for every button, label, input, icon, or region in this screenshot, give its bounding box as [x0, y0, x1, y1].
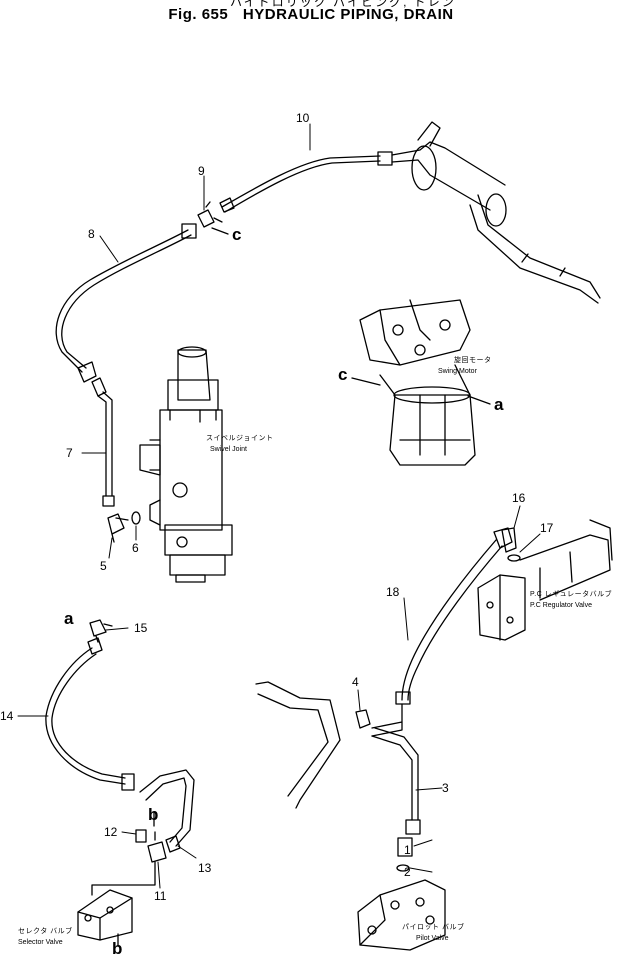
hose-8 — [55, 223, 197, 397]
o-ring-17 — [507, 554, 521, 562]
swing-motor-lead-a — [467, 395, 491, 405]
figure-japanese-title: ハイドロリック パイピング, ドレン — [230, 0, 456, 9]
elbow-fitting-15 — [89, 619, 113, 643]
swing-motor-lead-c — [351, 377, 381, 386]
elbow-fitting-5 — [107, 513, 129, 543]
tee-fitting-11 — [147, 831, 167, 863]
hose-18 — [395, 527, 513, 705]
part-number-12: 12 — [104, 825, 118, 839]
pilot-valve-jp-label: パイロット バルブ — [402, 924, 465, 931]
connection-letter-a-hose: a — [64, 609, 74, 628]
pilot-valve-body — [357, 879, 446, 951]
connection-letter-c-swing-motor: c — [338, 365, 348, 384]
pilot-valve-label: Pilot Valve — [416, 935, 449, 942]
pc-regulator-valve-label: P.C Regulator Valve — [530, 602, 592, 609]
pipe-3 — [371, 703, 421, 835]
part-number-17: 17 — [540, 521, 554, 535]
part-number-16: 16 — [512, 491, 526, 505]
swing-motor-body — [359, 299, 476, 466]
swivel-joint-body — [139, 346, 233, 583]
part-number-3: 3 — [442, 781, 449, 795]
pc-regulator-valve-body — [477, 519, 613, 641]
pipe-13 — [139, 769, 195, 853]
part-number-11: 11 — [154, 889, 167, 903]
part-number-2: 2 — [404, 865, 411, 879]
part-number-13: 13 — [198, 861, 212, 875]
swing-motor-jp-label: 旋回モータ — [454, 357, 492, 364]
fitting-1 — [397, 837, 413, 857]
swivel-joint-label: Swivel Joint — [210, 446, 247, 453]
connection-letter-b-upper: b — [148, 805, 159, 824]
connection-letter-c-tee: c — [232, 225, 242, 244]
part-number-7: 7 — [66, 446, 73, 460]
part-number-14: 14 — [0, 709, 14, 723]
figure-title: HYDRAULIC PIPING, DRAIN — [242, 6, 454, 23]
selector-valve-label: Selector Valve — [18, 939, 63, 946]
part-number-5: 5 — [100, 559, 107, 573]
part-number-9: 9 — [198, 164, 205, 178]
figure-number: Fig. 655 — [168, 6, 229, 23]
part-number-10: 10 — [296, 111, 310, 125]
selector-valve-body — [77, 861, 156, 941]
o-ring-2 — [396, 864, 410, 872]
loose-pipe — [255, 681, 341, 809]
part-number-15: 15 — [134, 621, 148, 635]
selector-valve-jp-label: セレクタ バルブ — [18, 928, 73, 935]
part-number-1: 1 — [404, 843, 411, 857]
fitting-4 — [355, 709, 371, 729]
pipe-7 — [97, 391, 115, 507]
o-ring-6 — [131, 511, 141, 525]
connection-letter-b-lower: b — [112, 939, 123, 958]
tank-return-pipe — [391, 121, 601, 304]
fitting-12 — [135, 829, 147, 843]
part-number-18: 18 — [386, 585, 400, 599]
leader-lines — [17, 123, 541, 889]
fitting-16 — [501, 527, 517, 553]
hose-14 — [45, 637, 135, 791]
swivel-joint-jp-label: スイベルジョイント — [206, 435, 274, 442]
part-number-6: 6 — [132, 541, 139, 555]
swing-motor-label: Swing Motor — [438, 368, 477, 375]
figure-title-line: Fig. 655 HYDRAULIC PIPING, DRAIN — [0, 6, 622, 23]
part-number-8: 8 — [88, 227, 95, 241]
hose-10 — [221, 151, 393, 213]
part-number-4: 4 — [352, 675, 359, 689]
connection-letter-a-swing-motor: a — [494, 395, 504, 414]
tee-fitting-9 — [197, 197, 235, 235]
pc-regulator-valve-jp-label: P.C レギュレータバルブ — [530, 591, 613, 598]
